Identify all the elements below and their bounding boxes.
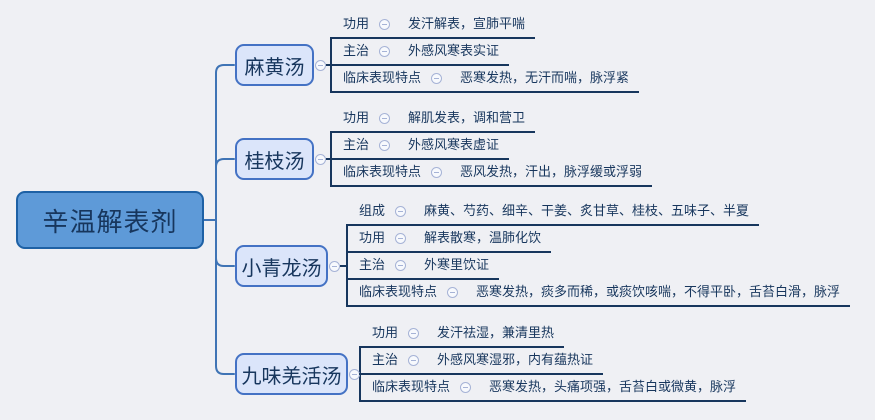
collapse-icon[interactable]	[379, 19, 391, 30]
attribute-value: 外感风寒表虚证	[408, 137, 500, 152]
collapse-icon[interactable]	[379, 113, 391, 124]
collapse-icon[interactable]	[431, 167, 443, 178]
attribute-label: 临床表现特点	[343, 164, 422, 179]
attribute-label: 主治	[359, 257, 386, 272]
collapse-icon[interactable]	[395, 260, 407, 271]
branch-connector-guizhitang	[215, 158, 235, 221]
leaf-row[interactable]: 临床表现特点 恶寒发热，痰多而稀，或痰饮咳喘，不得平卧，舌苔白滑，脉浮	[346, 280, 851, 307]
leaf-row[interactable]: 功用 发汗解表，宣肺平喘	[330, 12, 536, 39]
leaf-row[interactable]: 功用 解表散寒，温肺化饮	[346, 226, 552, 253]
collapse-icon[interactable]	[460, 382, 472, 393]
attribute-label: 功用	[343, 110, 370, 125]
attribute-value: 发汗解表，宣肺平喘	[408, 16, 526, 31]
attribute-value: 解表散寒，温肺化饮	[424, 230, 542, 245]
attribute-value: 恶风发热，汗出，脉浮缓或浮弱	[460, 164, 643, 179]
attribute-label: 主治	[372, 352, 399, 367]
attribute-label: 功用	[372, 325, 399, 340]
attribute-value: 麻黄、芍药、细辛、干姜、炙甘草、桂枝、五味子、半夏	[424, 203, 750, 218]
collapse-icon[interactable]	[329, 261, 340, 272]
collapse-icon[interactable]	[431, 73, 443, 84]
attribute-value: 解肌发表，调和营卫	[408, 110, 526, 125]
root-topic[interactable]: 辛温解表剂	[16, 191, 204, 249]
collapse-icon[interactable]	[315, 60, 326, 71]
leaf-row[interactable]: 临床表现特点 恶寒发热，头痛项强，舌苔白或微黄，脉浮	[359, 375, 747, 402]
attribute-label: 组成	[359, 203, 386, 218]
collapse-icon[interactable]	[379, 140, 391, 151]
attribute-value: 恶寒发热，无汗而喘，脉浮紧	[460, 70, 630, 85]
collapse-icon[interactable]	[408, 328, 420, 339]
attribute-label: 功用	[359, 230, 386, 245]
collapse-icon[interactable]	[315, 154, 326, 165]
leaf-row[interactable]: 临床表现特点 恶寒发热，无汗而喘，脉浮紧	[330, 66, 640, 93]
attribute-label: 主治	[343, 43, 370, 58]
leaf-row[interactable]: 功用 解肌发表，调和营卫	[330, 106, 536, 133]
attribute-label: 临床表现特点	[343, 70, 422, 85]
topic-xiaoqinglongtang[interactable]: 小青龙汤	[235, 245, 328, 287]
attribute-value: 外感风寒表实证	[408, 43, 500, 58]
collapse-icon[interactable]	[395, 206, 407, 217]
attribute-label: 功用	[343, 16, 370, 31]
attribute-label: 主治	[343, 137, 370, 152]
attribute-value: 发汗祛湿，兼清里热	[437, 325, 555, 340]
attribute-value: 恶寒发热，头痛项强，舌苔白或微黄，脉浮	[489, 379, 737, 394]
collapse-icon[interactable]	[395, 233, 407, 244]
leaf-row[interactable]: 功用 发汗祛湿，兼清里热	[359, 321, 565, 348]
leaf-row[interactable]: 临床表现特点 恶风发热，汗出，脉浮缓或浮弱	[330, 160, 653, 187]
leaf-row[interactable]: 主治 外感风寒表实证	[330, 39, 510, 66]
topic-guizhitang[interactable]: 桂枝汤	[235, 138, 314, 180]
branch-connector-mahuangtang	[215, 64, 235, 221]
branch-connector-xiaoqinglongtang	[215, 219, 235, 267]
leaf-row[interactable]: 组成 麻黄、芍药、细辛、干姜、炙甘草、桂枝、五味子、半夏	[346, 199, 760, 226]
branch-connector-jiuweiqianghuotang	[215, 219, 235, 375]
leaf-row[interactable]: 主治 外感风寒表虚证	[330, 133, 510, 160]
topic-jiuweiqianghuotang[interactable]: 九味羌活汤	[235, 353, 348, 395]
attribute-value: 恶寒发热，痰多而稀，或痰饮咳喘，不得平卧，舌苔白滑，脉浮	[476, 284, 841, 299]
attribute-label: 临床表现特点	[359, 284, 438, 299]
collapse-icon[interactable]	[379, 46, 391, 57]
leaf-row[interactable]: 主治 外寒里饮证	[346, 253, 500, 280]
attribute-value: 外感风寒湿邪，内有蕴热证	[437, 352, 594, 367]
leaf-row[interactable]: 主治 外感风寒湿邪，内有蕴热证	[359, 348, 604, 375]
topic-mahuangtang[interactable]: 麻黄汤	[235, 44, 314, 86]
attribute-label: 临床表现特点	[372, 379, 451, 394]
collapse-icon[interactable]	[447, 287, 459, 298]
collapse-icon[interactable]	[408, 355, 420, 366]
attribute-value: 外寒里饮证	[424, 257, 490, 272]
